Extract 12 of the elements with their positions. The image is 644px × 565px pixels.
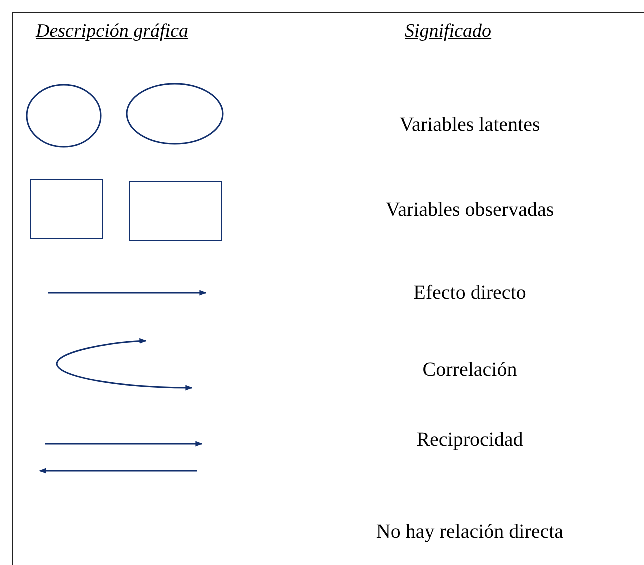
legend-text: Variables latentes bbox=[400, 115, 540, 135]
legend-text: Correlación bbox=[422, 360, 518, 380]
column-header: Descripción gráfica bbox=[36, 22, 189, 41]
ellipse-symbol bbox=[26, 84, 102, 148]
legend-text: Variables observadas bbox=[386, 200, 554, 220]
legend-text: No hay relación directa bbox=[376, 522, 564, 542]
legend-text: Efecto directo bbox=[414, 283, 526, 303]
legend-text: Reciprocidad bbox=[416, 430, 524, 450]
rectangle-symbol bbox=[129, 181, 222, 241]
column-header: Significado bbox=[405, 22, 492, 41]
rectangle-symbol bbox=[30, 179, 103, 239]
ellipse-symbol bbox=[126, 83, 224, 145]
